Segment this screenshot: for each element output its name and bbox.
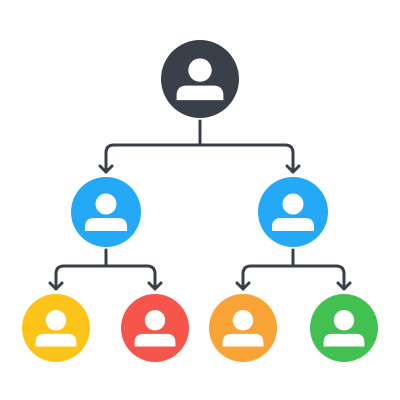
arrowhead-icon — [147, 281, 163, 291]
arrowhead-icon — [285, 164, 301, 174]
person-nodes — [22, 40, 378, 362]
user-icon — [272, 193, 314, 231]
person-node-manager-left — [71, 177, 141, 247]
person-node-member-green — [310, 294, 378, 362]
person-head — [333, 310, 355, 331]
person-body — [35, 333, 77, 347]
connector-bracket — [241, 264, 346, 291]
person-body — [85, 218, 127, 231]
person-node-member-red — [121, 294, 189, 362]
person-body — [323, 333, 365, 347]
user-icon — [176, 58, 224, 101]
arrowhead-icon — [336, 281, 352, 291]
connector-bracket — [54, 264, 157, 291]
person-body — [222, 333, 264, 347]
person-node-manager-right — [258, 177, 328, 247]
person-head — [144, 310, 166, 331]
arrowhead-icon — [98, 164, 114, 174]
arrowhead-icon — [48, 281, 64, 291]
person-head — [282, 193, 304, 215]
user-icon — [222, 310, 264, 347]
person-head — [232, 310, 254, 331]
user-icon — [35, 310, 77, 347]
person-node-member-yellow — [22, 294, 90, 362]
user-icon — [134, 310, 176, 347]
user-icon — [85, 193, 127, 231]
connector-bracket — [104, 143, 295, 174]
user-icon — [323, 310, 365, 347]
arrowhead-icon — [235, 281, 251, 291]
person-body — [134, 333, 176, 347]
person-body — [176, 85, 224, 101]
person-head — [45, 310, 67, 331]
person-head — [188, 58, 212, 82]
person-node-member-orange — [209, 294, 277, 362]
person-body — [272, 218, 314, 231]
person-head — [95, 193, 117, 215]
connector-lines — [48, 119, 352, 291]
person-node-root — [161, 40, 239, 118]
